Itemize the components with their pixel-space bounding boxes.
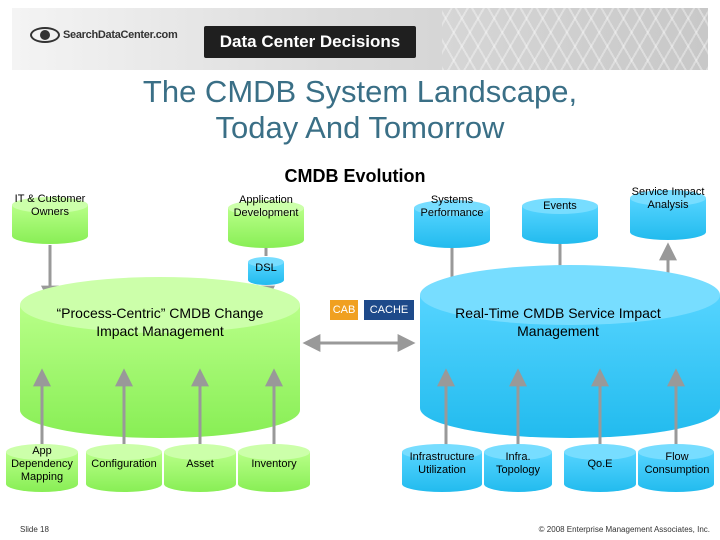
copyright-notice: © 2008 Enterprise Management Associates,… xyxy=(538,525,710,534)
label-app-dependency-mapping: App Dependency Mapping xyxy=(11,445,73,483)
cylinder-it-customer-owners xyxy=(12,197,88,244)
label-real-time-cmdb: Real-Time CMDB Service Impact Management xyxy=(455,305,661,339)
title-line-2: Today And Tomorrow xyxy=(215,110,505,145)
site-logo: SearchDataCenter.com xyxy=(30,25,178,45)
label-infrastructure-utilization: Infrastructure Utilization xyxy=(409,451,475,476)
cylinder-application-development xyxy=(228,200,304,248)
cylinder-qoe xyxy=(564,444,636,492)
cylinder-process-centric-cmdb xyxy=(20,277,300,438)
cylinder-real-time-cmdb xyxy=(420,265,720,438)
cylinder-configuration xyxy=(86,444,162,492)
cylinder-events xyxy=(522,198,598,244)
label-dsl: DSL xyxy=(255,262,277,274)
label-service-impact-analysis: Service Impact Analysis xyxy=(631,186,705,211)
label-it-customer-owners: IT & Customer Owners xyxy=(14,193,86,218)
label-infra-topology: Infra. Topology xyxy=(495,451,541,476)
slide-number: Slide 18 xyxy=(20,525,49,534)
label-systems-performance: Systems Performance xyxy=(420,194,484,219)
site-logo-text: SearchDataCenter.com xyxy=(63,29,178,41)
label-events: Events xyxy=(543,200,577,212)
cylinder-inventory xyxy=(238,444,310,492)
title-line-1: The CMDB System Landscape, xyxy=(142,74,578,109)
cylinder-dsl xyxy=(248,257,284,285)
label-inventory: Inventory xyxy=(251,458,297,470)
label-configuration: Configuration xyxy=(91,458,157,470)
page-title: The CMDB System Landscape, Today And Tom… xyxy=(60,74,660,146)
label-qoe: Qo.E xyxy=(587,458,613,470)
cache-badge: CACHE xyxy=(364,300,414,320)
cylinder-infra-topology xyxy=(484,444,552,492)
cylinder-infrastructure-utilization xyxy=(402,444,482,492)
header-banner xyxy=(12,8,708,70)
cylinder-systems-performance xyxy=(414,200,490,248)
brand-text: Data Center Decisions xyxy=(219,32,401,51)
cab-badge: CAB xyxy=(330,300,358,320)
cylinder-service-impact-analysis xyxy=(630,190,706,240)
label-flow-consumption: Flow Consumption xyxy=(644,451,710,476)
cylinder-app-dependency-mapping xyxy=(6,444,78,492)
label-application-development: Application Development xyxy=(233,194,299,219)
eye-icon xyxy=(30,27,60,43)
cylinder-asset xyxy=(164,444,236,492)
banner-pattern xyxy=(442,8,708,70)
diagram-subtitle: CMDB Evolution xyxy=(284,166,426,186)
label-asset: Asset xyxy=(186,458,214,470)
label-process-centric-cmdb: “Process-Centric” CMDB Change Impact Man… xyxy=(56,305,264,339)
cylinder-flow-consumption xyxy=(638,444,714,492)
brand-title: Data Center Decisions xyxy=(204,26,416,58)
